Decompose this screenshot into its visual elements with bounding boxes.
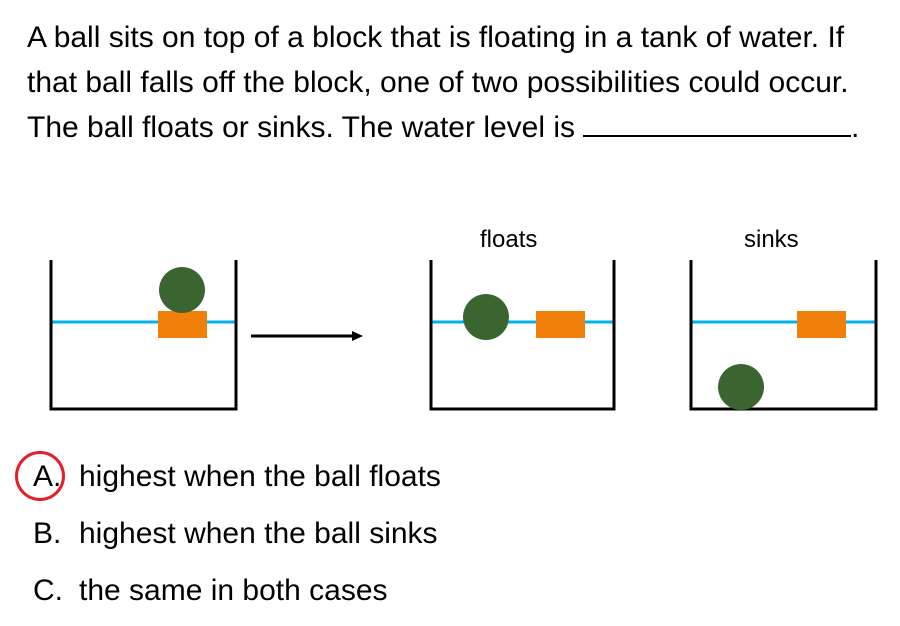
arrow [251,331,363,341]
block [158,311,207,338]
option-b[interactable]: B. highest when the ball sinks [33,517,438,551]
option-c[interactable]: C. the same in both cases [33,574,388,608]
tank-sinks [689,260,878,411]
tank-floats [429,260,616,411]
option-text: highest when the ball sinks [79,517,438,550]
selected-answer-circle [15,451,65,501]
label-sinks: sinks [744,226,799,253]
question-body: A ball sits on top of a block that is fl… [27,21,849,144]
option-text: the same in both cases [79,574,388,607]
ball [463,294,509,340]
ball [159,267,205,313]
option-text: highest when the ball floats [79,460,441,493]
option-a[interactable]: A. highest when the ball floats [33,460,441,494]
answer-blank [583,107,852,137]
option-letter: A. [33,460,62,493]
question-text: A ball sits on top of a block that is fl… [27,15,887,150]
option-letter: B. [33,517,62,550]
ball [718,364,764,410]
block [536,311,585,338]
question-end: . [851,111,860,144]
tank-walls [429,260,616,411]
tank-walls [689,260,878,411]
tank-walls [49,260,238,411]
option-letter: C. [33,574,63,607]
tank-initial [49,260,238,411]
label-floats: floats [480,226,538,253]
block [797,311,846,338]
